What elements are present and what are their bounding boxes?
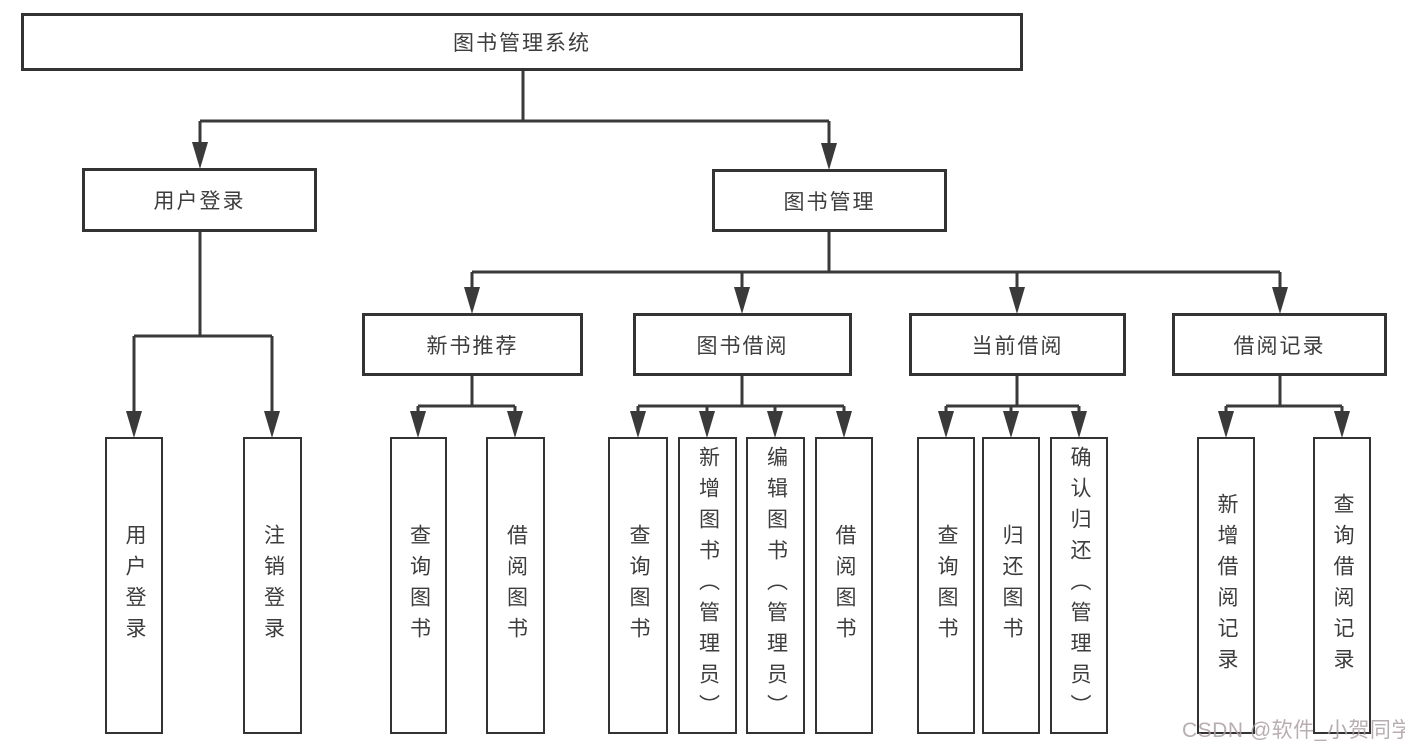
node-current-borrow: 当前借阅	[909, 313, 1126, 376]
leaf-user-login: 用户登录	[105, 437, 163, 734]
arrowhead-bookborrow	[734, 287, 750, 314]
leaf-query-books-current: 查询图书	[917, 437, 975, 734]
leaf-add-borrow-record: 新增借阅记录	[1197, 437, 1255, 734]
arrowhead-leaf-borrow2	[836, 411, 852, 438]
node-library-management-system: 图书管理系统	[21, 13, 1023, 71]
arrowhead-leaf-confirmreturn	[1071, 411, 1087, 438]
node-book-borrow: 图书借阅	[633, 313, 852, 376]
arrowhead-borrowrecord	[1272, 287, 1288, 314]
arrowhead-leaf-logout	[264, 411, 280, 438]
node-user-login: 用户登录	[82, 168, 317, 232]
leaf-logout: 注销登录	[243, 437, 302, 734]
csdn-watermark: CSDN @软件_小贺同学	[1182, 719, 1405, 742]
leaf-return-books: 归还图书	[982, 437, 1040, 734]
arrowhead-leaf-queryrecord	[1334, 411, 1350, 438]
leaf-add-book-admin: 新增图书（管理员）	[678, 437, 737, 734]
arrowhead-bookmgmt	[821, 143, 837, 170]
arrowhead-currentborrow	[1009, 287, 1025, 314]
arrowhead-userlogin	[192, 142, 208, 169]
arrowhead-leaf-addbook	[699, 411, 715, 438]
arrowhead-leaf-query3	[938, 411, 954, 438]
leaf-query-borrow-record: 查询借阅记录	[1313, 437, 1371, 734]
leaf-confirm-return-admin: 确认归还（管理员）	[1050, 437, 1108, 734]
arrowhead-leaf-return	[1003, 411, 1019, 438]
arrowhead-leaf-borrow1	[507, 411, 523, 438]
leaf-edit-book-admin: 编辑图书（管理员）	[746, 437, 805, 734]
arrowhead-leaf-addrecord	[1218, 411, 1234, 438]
leaf-borrow-books-borrow: 借阅图书	[815, 437, 873, 734]
arrowhead-leaf-query2	[630, 411, 646, 438]
arrowhead-leaf-query1	[410, 411, 426, 438]
leaf-query-books-borrow: 查询图书	[608, 437, 668, 734]
leaf-query-books-newbook: 查询图书	[390, 437, 447, 734]
leaf-borrow-books-newbook: 借阅图书	[486, 437, 545, 734]
arrowhead-leaf-editbook	[767, 411, 783, 438]
arrowhead-leaf-userlogin	[126, 411, 142, 438]
node-new-book-recommend: 新书推荐	[362, 313, 583, 376]
arrowhead-newbook	[464, 287, 480, 314]
node-book-management: 图书管理	[712, 169, 947, 232]
node-borrow-records: 借阅记录	[1172, 313, 1387, 376]
